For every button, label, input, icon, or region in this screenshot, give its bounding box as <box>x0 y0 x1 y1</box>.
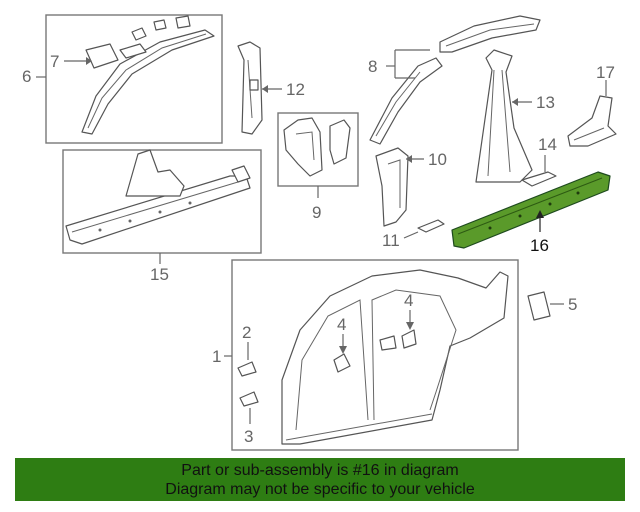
group-6 <box>45 14 223 144</box>
callout-10: 10 <box>428 150 447 169</box>
part-14 <box>521 171 557 187</box>
callout-11: 11 <box>382 231 400 250</box>
part-17 <box>567 95 617 147</box>
callout-15: 15 <box>150 265 169 284</box>
banner-line-2: Diagram may not be specific to your vehi… <box>165 481 475 498</box>
callout-12: 12 <box>286 80 305 99</box>
callout-9: 9 <box>312 203 321 222</box>
group-1 <box>231 259 519 451</box>
callout-4b: 4 <box>404 291 413 310</box>
part-3 <box>239 391 259 407</box>
callout-4a: 4 <box>337 315 346 334</box>
callout-5: 5 <box>568 295 577 314</box>
group-15-box <box>62 149 262 254</box>
part-6-bracket <box>119 43 147 59</box>
callout-1: 1 <box>212 347 221 366</box>
group-1-box <box>231 259 519 451</box>
part-7 <box>85 43 119 69</box>
parts-diagram: 7 6 12 9 15 8 <box>22 14 617 451</box>
part-16-body <box>451 171 611 249</box>
group-6-box <box>45 14 223 144</box>
callout-17: 17 <box>596 63 615 82</box>
part-12 <box>237 41 263 135</box>
part-6-pillar <box>81 29 215 135</box>
part-11 <box>417 219 445 233</box>
callout-14: 14 <box>538 135 557 154</box>
group-9 <box>277 112 359 187</box>
callout-3: 3 <box>244 427 253 446</box>
callout-7: 7 <box>50 52 59 71</box>
info-banner: Part or sub-assembly is #16 in diagram D… <box>15 458 625 501</box>
callout-8: 8 <box>368 57 377 76</box>
part-2 <box>237 361 257 377</box>
part-13 <box>475 49 533 183</box>
group-15 <box>62 149 262 254</box>
banner-line-1: Part or sub-assembly is #16 in diagram <box>181 462 459 479</box>
callout-6: 6 <box>22 67 31 86</box>
part-6-clip <box>131 27 147 41</box>
part-5 <box>527 291 551 321</box>
part-10 <box>375 147 409 227</box>
callout-2: 2 <box>242 323 251 342</box>
part-16-highlighted <box>451 171 611 249</box>
callout-16: 16 <box>530 236 549 255</box>
part-8 <box>369 15 541 145</box>
part-6-clip-3 <box>175 15 191 29</box>
callout-13: 13 <box>536 93 555 112</box>
part-6-clip-2 <box>153 19 167 31</box>
